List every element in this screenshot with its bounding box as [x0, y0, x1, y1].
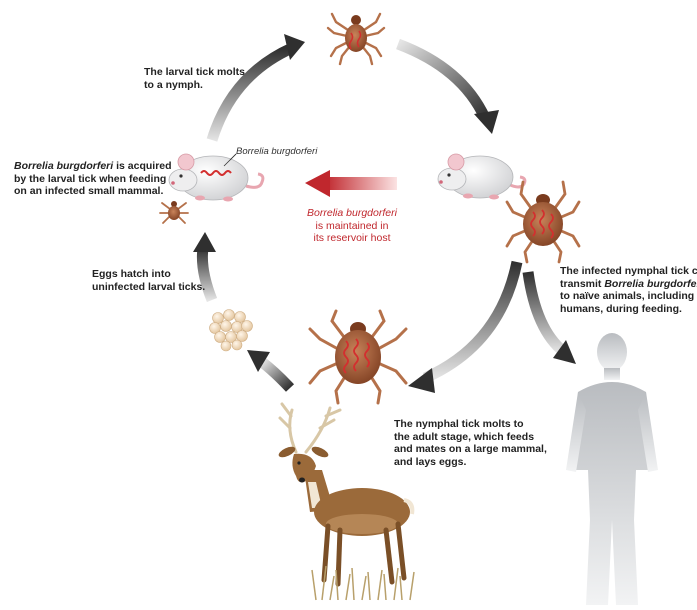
caption-text: is acquired — [113, 160, 171, 172]
arrow-adult-to-eggs — [247, 350, 290, 388]
caption-italic: Borrelia burgdorferi — [307, 207, 397, 219]
infected-mouse-left — [169, 154, 263, 202]
adult-tick — [310, 311, 406, 403]
caption-line: to naïve animals, including — [560, 290, 697, 303]
caption-eggs-hatch: Eggs hatch into uninfected larval ticks. — [92, 268, 205, 293]
caption-line: The larval tick molts — [144, 66, 245, 79]
caption-line: and lays eggs. — [394, 456, 547, 469]
reservoir-mouse-right — [438, 154, 525, 200]
caption-text: transmit — [560, 278, 604, 290]
arrow-nymph-to-host — [398, 44, 499, 134]
caption-line: Eggs hatch into — [92, 268, 205, 281]
reservoir-arrow — [305, 170, 397, 197]
caption-line: by the larval tick when feeding — [14, 173, 172, 186]
caption-italic: Borrelia burgdorferi — [604, 278, 697, 290]
caption-line: Borrelia burgdorferi — [296, 207, 408, 220]
grass — [312, 566, 414, 600]
engorged-nymph-tick — [507, 182, 579, 262]
caption-adult-stage: The nymphal tick molts to the adult stag… — [394, 418, 547, 468]
caption-italic: Borrelia burgdorferi — [14, 160, 113, 172]
arrow-nymph-to-adult — [408, 262, 517, 393]
caption-line: Borrelia burgdorferi is acquired — [14, 160, 172, 173]
caption-reservoir: Borrelia burgdorferi is maintained in it… — [296, 207, 408, 245]
nymph-tick-top — [328, 14, 384, 64]
human-silhouette — [566, 333, 658, 605]
caption-line: uninfected larval ticks. — [92, 281, 205, 294]
caption-nymph-transmit: The infected nymphal tick can transmit B… — [560, 265, 697, 315]
caption-line: on an infected small mammal. — [14, 185, 172, 198]
caption-larval-molt: The larval tick molts to a nymph. — [144, 66, 245, 91]
caption-line: transmit Borrelia burgdorferi — [560, 278, 697, 291]
tick-eggs — [210, 310, 253, 352]
caption-line: humans, during feeding. — [560, 303, 697, 316]
pathogen-callout: Borrelia burgdorferi — [236, 146, 317, 157]
caption-acquired: Borrelia burgdorferi is acquired by the … — [14, 160, 172, 198]
caption-line: to a nymph. — [144, 79, 245, 92]
deer — [277, 404, 412, 584]
caption-line: and mates on a large mammal, — [394, 443, 547, 456]
larval-tick — [160, 201, 188, 223]
caption-line: the adult stage, which feeds — [394, 431, 547, 444]
caption-line: The infected nymphal tick can — [560, 265, 697, 278]
caption-line: is maintained in — [296, 220, 408, 233]
caption-line: The nymphal tick molts to — [394, 418, 547, 431]
caption-line: its reservoir host — [296, 232, 408, 245]
